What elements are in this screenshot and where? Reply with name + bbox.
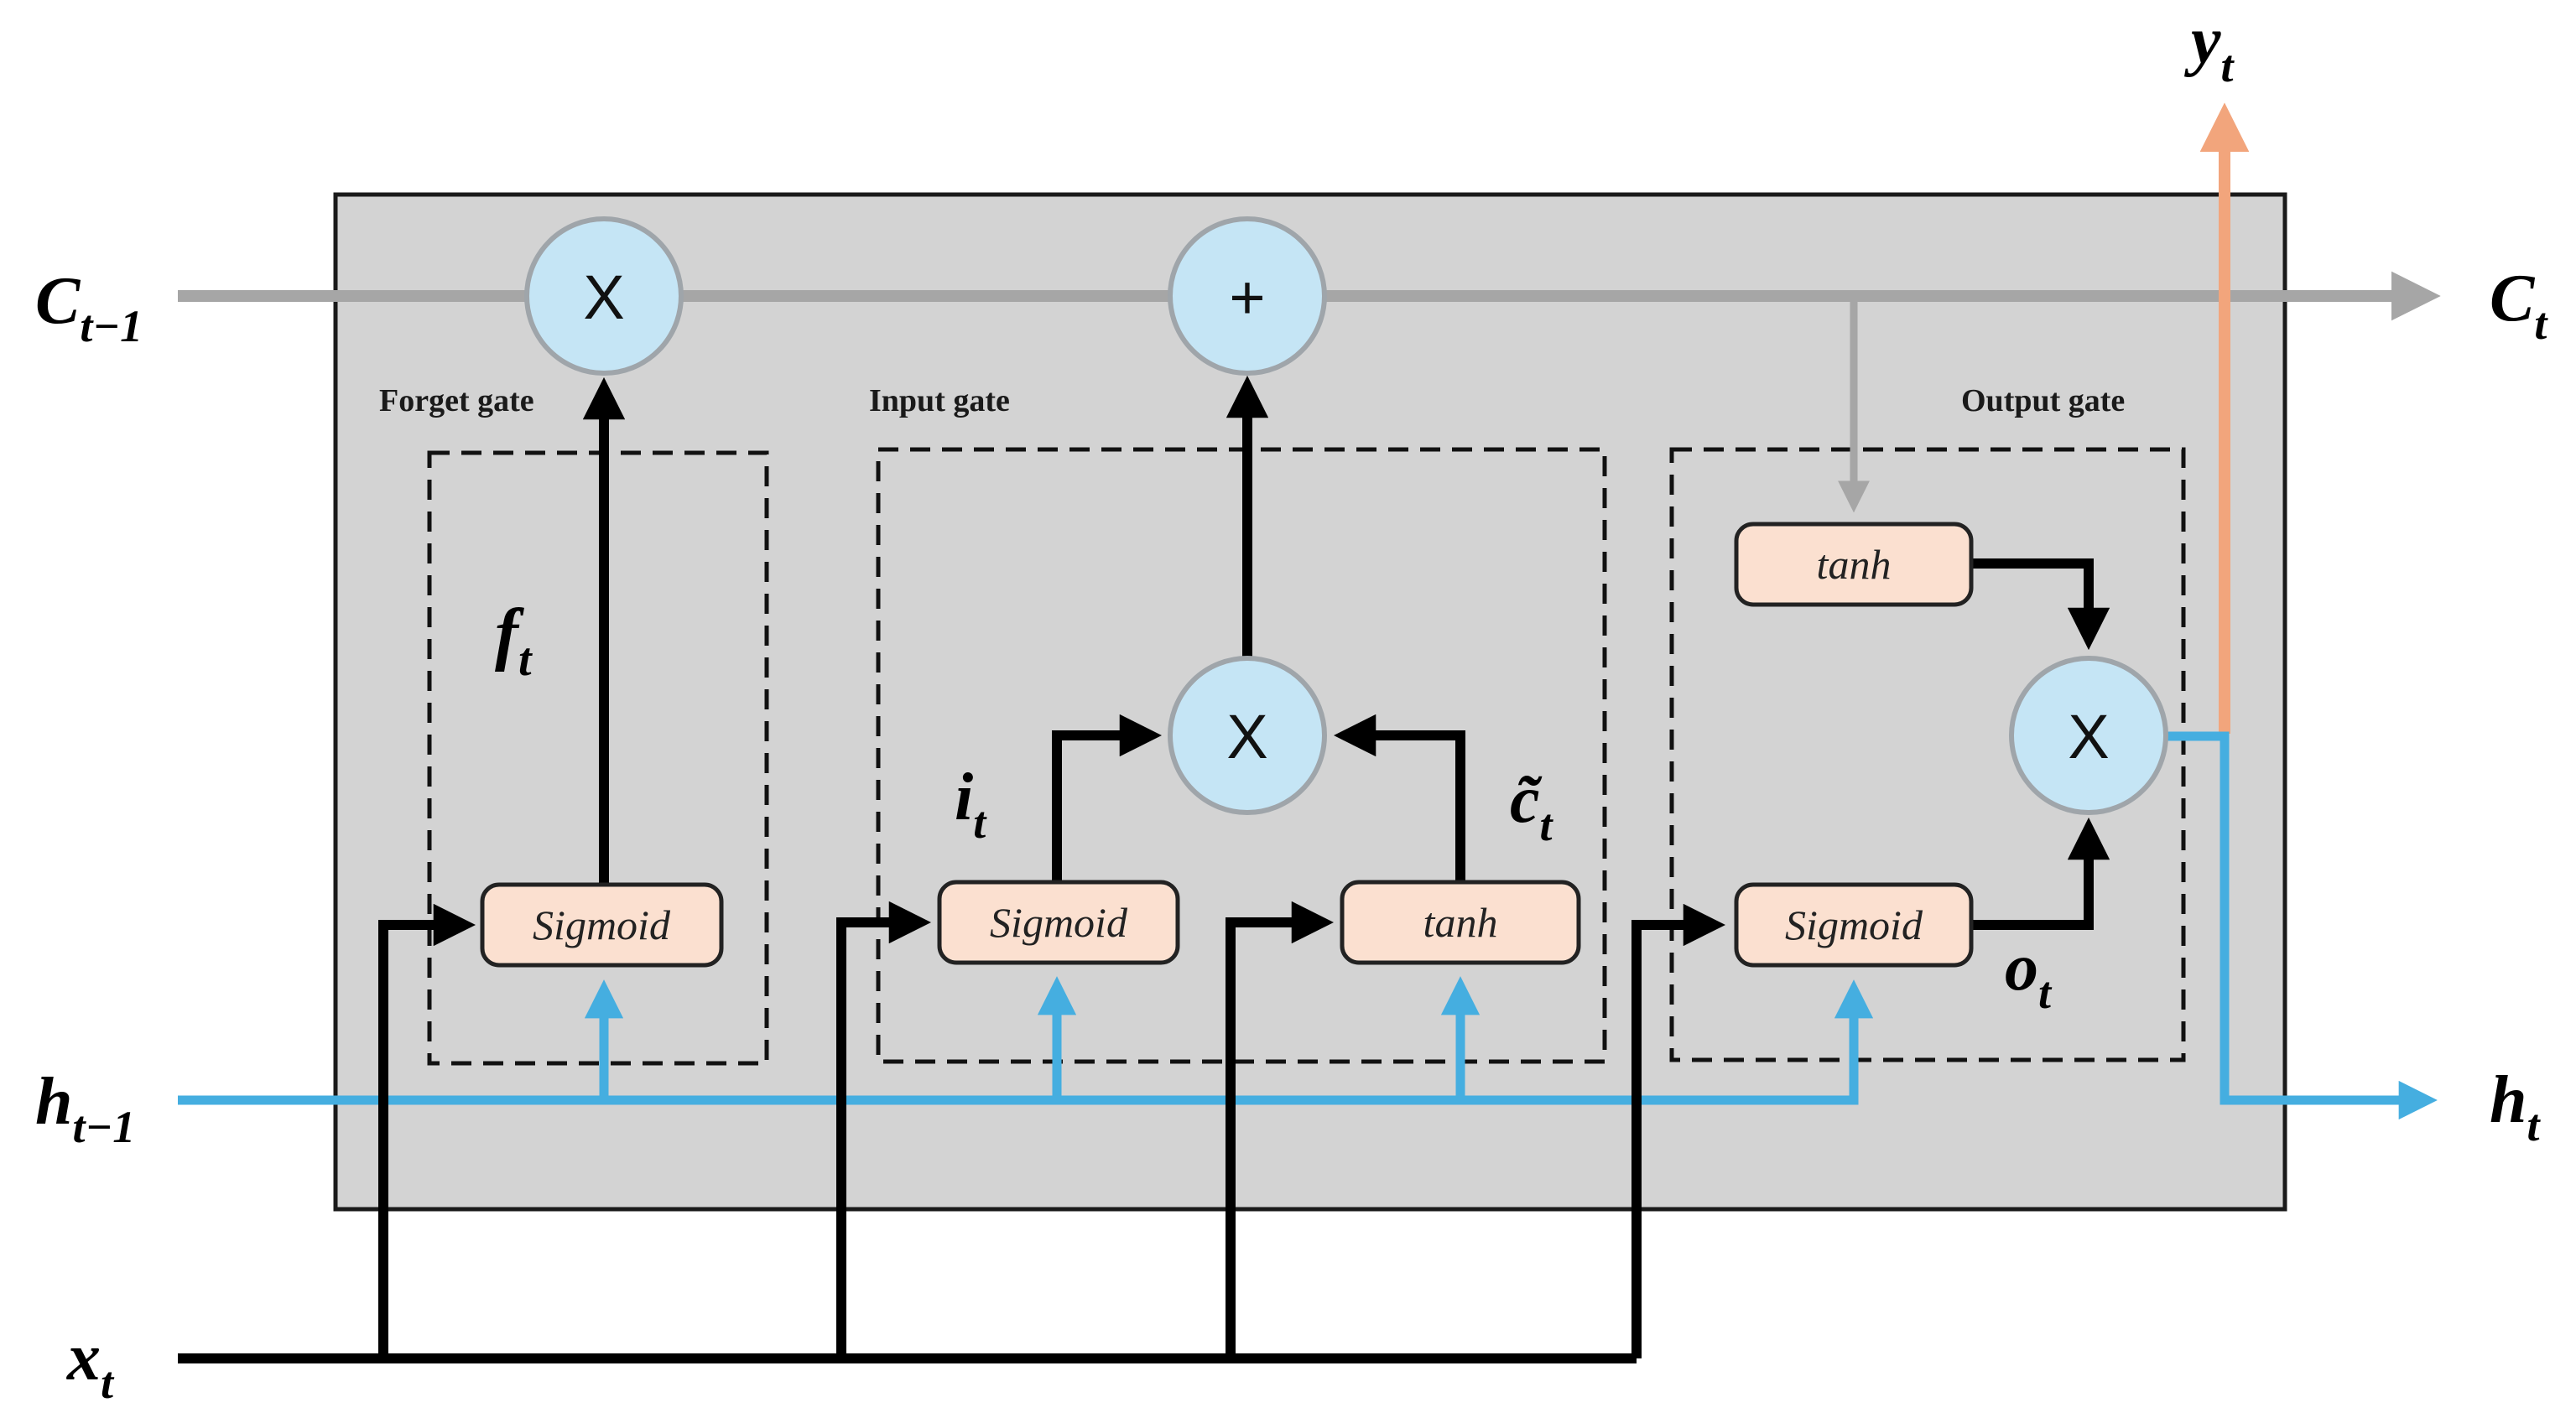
cell-add-op: + bbox=[1168, 216, 1327, 376]
input-multiply-symbol: X bbox=[1226, 702, 1267, 771]
forget-sigmoid-box: Sigmoid bbox=[480, 882, 724, 968]
output-signal-arrow bbox=[1971, 817, 2110, 930]
forget-sigmoid-label: Sigmoid bbox=[533, 901, 671, 948]
y-out-label: yt bbox=[2183, 4, 2235, 91]
output-multiply-op: X bbox=[2009, 656, 2168, 815]
output-sigmoid-box: Sigmoid bbox=[1734, 882, 1974, 968]
input-gate-region bbox=[876, 447, 1607, 1064]
input-gate-title: Input gate bbox=[869, 383, 1010, 418]
output-sigmoid-label: Sigmoid bbox=[1785, 901, 1923, 948]
c-prev-label: Ct−1 bbox=[35, 264, 143, 351]
cell-add-symbol: + bbox=[1229, 262, 1265, 332]
output-gate-region bbox=[1669, 447, 2186, 1062]
output-gate-title: Output gate bbox=[1961, 383, 2125, 418]
h-prev-label: ht−1 bbox=[35, 1065, 135, 1152]
input-sigmoid-box: Sigmoid bbox=[937, 880, 1180, 965]
candidate-tanh-box: tanh bbox=[1340, 880, 1581, 965]
input-signal-arrow bbox=[1052, 714, 1163, 882]
x-input-label: xt bbox=[66, 1321, 115, 1408]
output-tanh-box: tanh bbox=[1734, 522, 1974, 607]
candidate-tanh-label: tanh bbox=[1423, 899, 1498, 946]
hidden-output-line bbox=[2164, 731, 2438, 1120]
x-to-forget-sigmoid bbox=[378, 903, 476, 1358]
output-multiply-symbol: X bbox=[2068, 702, 2109, 771]
x-to-output-sigmoid bbox=[1631, 903, 1726, 1358]
x-to-candidate-tanh bbox=[1226, 901, 1335, 1358]
h-out-label: ht bbox=[2490, 1063, 2542, 1150]
o-signal-label: ot bbox=[2005, 931, 2053, 1018]
forget-gate-region bbox=[427, 450, 769, 1066]
forget-multiply-op: X bbox=[524, 216, 684, 376]
x-to-input-sigmoid bbox=[836, 901, 932, 1358]
i-signal-label: it bbox=[955, 761, 987, 848]
forget-multiply-symbol: X bbox=[583, 262, 624, 332]
input-multiply-op: X bbox=[1168, 656, 1327, 815]
c-tilde-signal-label: c̃t bbox=[1510, 763, 1554, 850]
input-sigmoid-label: Sigmoid bbox=[990, 899, 1128, 946]
candidate-signal-arrow bbox=[1333, 714, 1465, 882]
output-tanh-label: tanh bbox=[1817, 541, 1892, 588]
c-out-label: Ct bbox=[2490, 262, 2548, 349]
forget-gate-title: Forget gate bbox=[379, 383, 534, 418]
output-tanh-arrow bbox=[1971, 558, 2110, 651]
